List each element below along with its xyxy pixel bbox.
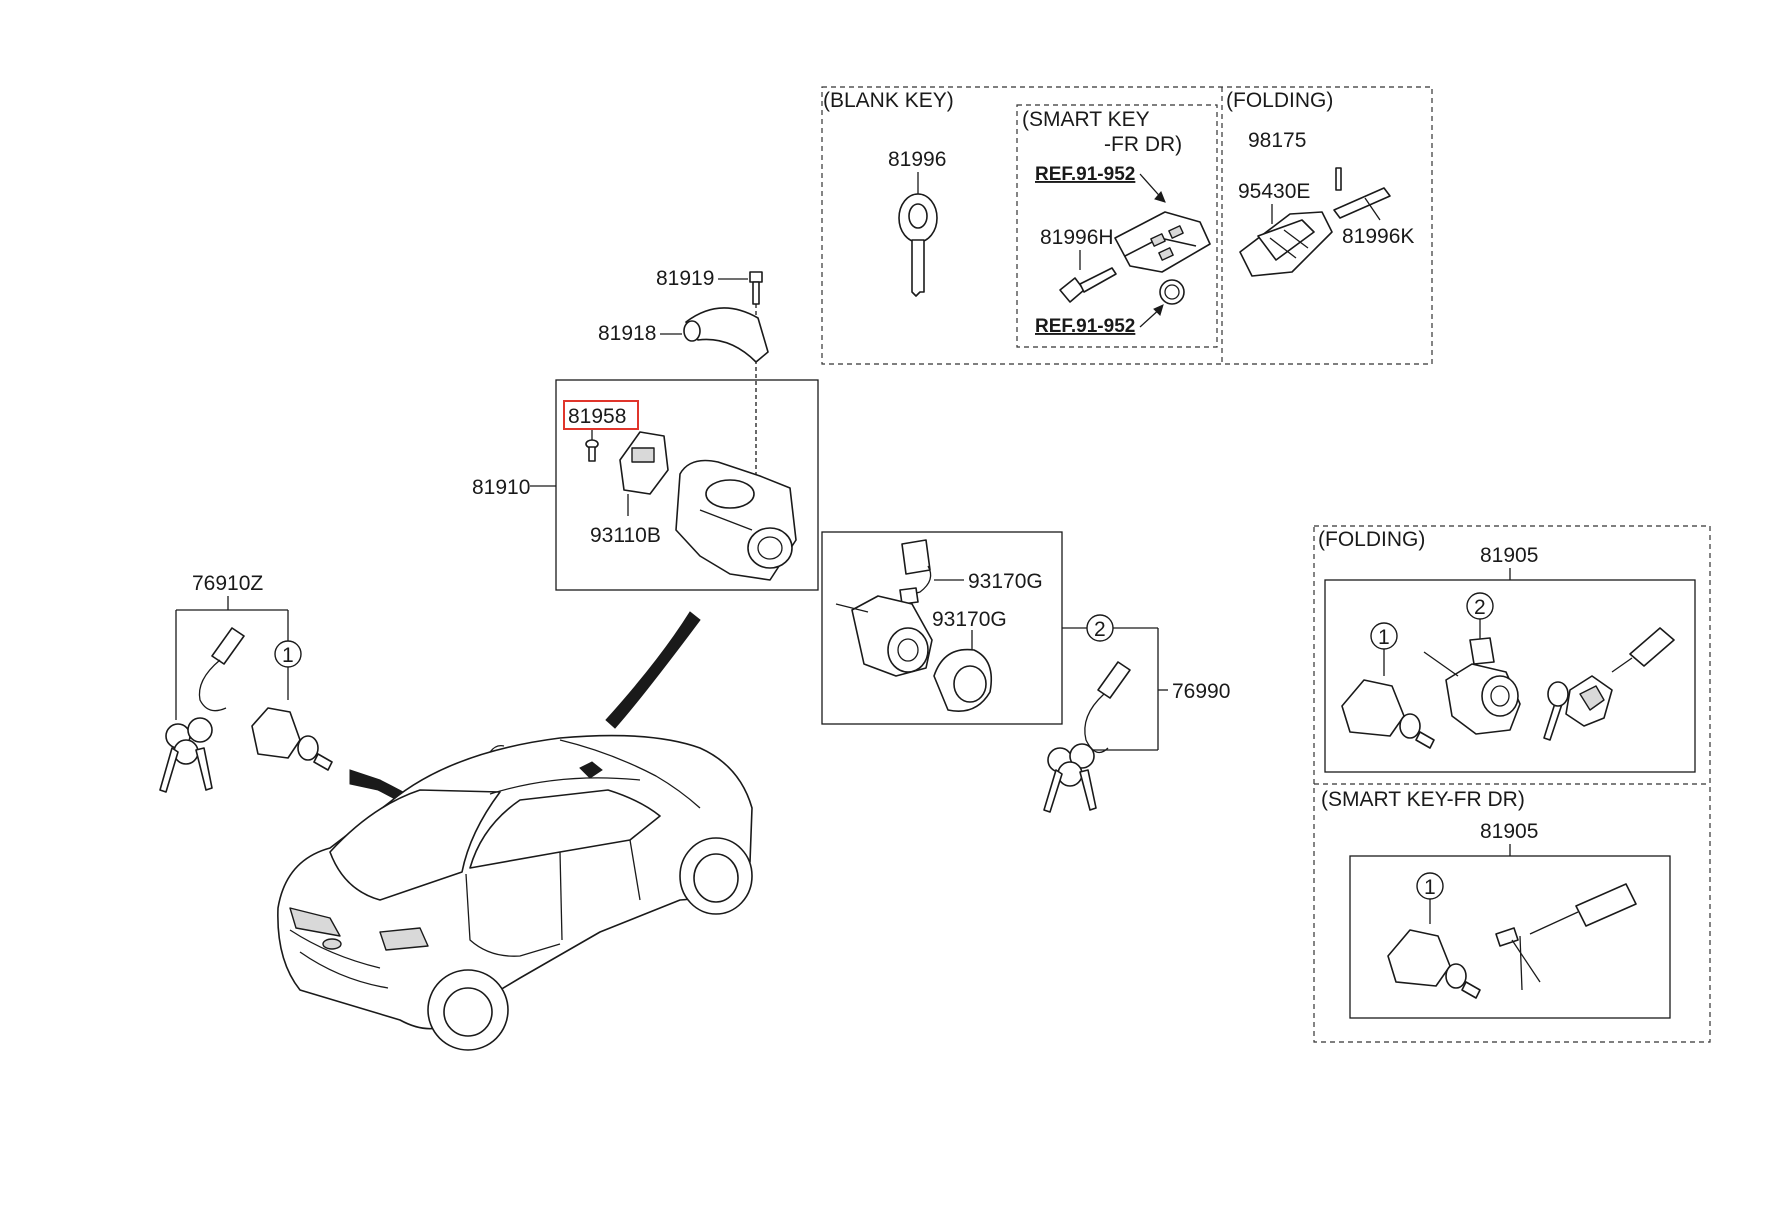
key-ring-93170G-image [933,648,993,712]
coin-battery-image [1159,279,1185,305]
part-number-81958[interactable]: 81958 [568,405,626,428]
car-image [277,734,753,1051]
part-number-95430E[interactable]: 95430E [1238,180,1310,203]
callout-1-left [274,640,302,668]
callout-2-folding-label: 2 [1474,596,1486,619]
pin-98175-image [1335,167,1342,191]
key-options-frame [821,86,1433,365]
screw-81958-image [585,439,599,462]
part-number-81919[interactable]: 81919 [656,267,714,290]
section-label-folding-top: (FOLDING) [1226,89,1333,112]
part-number-81996[interactable]: 81996 [888,148,946,171]
ignition-lock-box [555,379,819,591]
part-number-81910[interactable]: 81910 [472,476,530,499]
part-number-98175[interactable]: 98175 [1248,129,1306,152]
blank-key-image [898,193,938,297]
key-pair-right-image [1043,743,1097,813]
car-ignition-marker [579,761,603,779]
part-number-81905-b[interactable]: 81905 [1480,820,1538,843]
part-number-81905-a[interactable]: 81905 [1480,544,1538,567]
part-number-76990[interactable]: 76990 [1172,680,1230,703]
emergency-key-image [1059,267,1117,303]
callout-1-left-label: 1 [282,644,294,667]
section-label-smart-key-sub: -FR DR) [1104,133,1182,156]
ignition-cylinder-folding-image [1423,637,1521,735]
key-pair-image [159,717,213,793]
smart-key-set-box [1349,855,1671,1019]
smart-key-frame [1016,104,1218,348]
part-number-81996H[interactable]: 81996H [1040,226,1114,249]
part-number-81996K[interactable]: 81996K [1342,225,1414,248]
folding-key-blade-image [1333,187,1391,219]
folding-key-fob-image [1239,211,1333,277]
ignition-switch-group: 93170G 93170G [821,531,1063,725]
part-number-93170G-a[interactable]: 93170G [968,570,1043,593]
part-number-93110B[interactable]: 93110B [590,524,661,547]
right-panel: (FOLDING) (SMART KEY-FR DR) 81905 1 2 [1313,525,1711,1043]
part-number-93170G-b[interactable]: 93170G [932,608,1007,631]
part-number-76910Z[interactable]: 76910Z [192,572,263,595]
door-lock-cylinder-left-image [251,707,333,771]
smart-key-blade-image [1495,883,1637,991]
callout-2-mid-label: 2 [1094,618,1106,641]
section-label-smart-key: (SMART KEY [1022,108,1150,131]
key-tag-image [198,627,245,712]
ignition-cylinder-image [835,595,933,677]
door-lock-cylinder-folding-image [1341,679,1435,749]
callout-1-smart-label: 1 [1424,876,1436,899]
section-label-folding-right: (FOLDING) [1318,528,1425,551]
folding-set-box [1324,579,1696,773]
folding-key-with-tag-image [1543,627,1675,741]
key-tag-right-image [1084,661,1131,754]
section-label-smart-key-fr-dr: (SMART KEY-FR DR) [1321,788,1525,811]
pointer-arrow-ignition [605,611,701,729]
connector-93170G-image [899,539,932,605]
switch-93110B-image [619,431,669,495]
smart-key-fob-image [1114,211,1211,273]
ref-91-952-bottom[interactable]: REF.91-952 [1035,316,1135,337]
key-options-panel: (BLANK KEY) (SMART KEY -FR DR) (FOLDING)… [821,86,1433,365]
part-number-81918[interactable]: 81918 [598,322,656,345]
highlight-81958 [563,400,639,430]
section-label-blank-key: (BLANK KEY) [823,89,954,112]
callout-1-folding-label: 1 [1378,626,1390,649]
ref-91-952-top[interactable]: REF.91-952 [1035,164,1135,185]
lock-housing-image [675,459,797,581]
shroud-81918-image [683,307,769,363]
door-lock-cylinder-smart-image [1387,929,1481,999]
steering-lock-group: 81919 81918 81910 81958 93110B [472,267,819,729]
bolt-81919-image [749,271,763,305]
right-key-set-group: 2 76990 [1043,614,1230,813]
